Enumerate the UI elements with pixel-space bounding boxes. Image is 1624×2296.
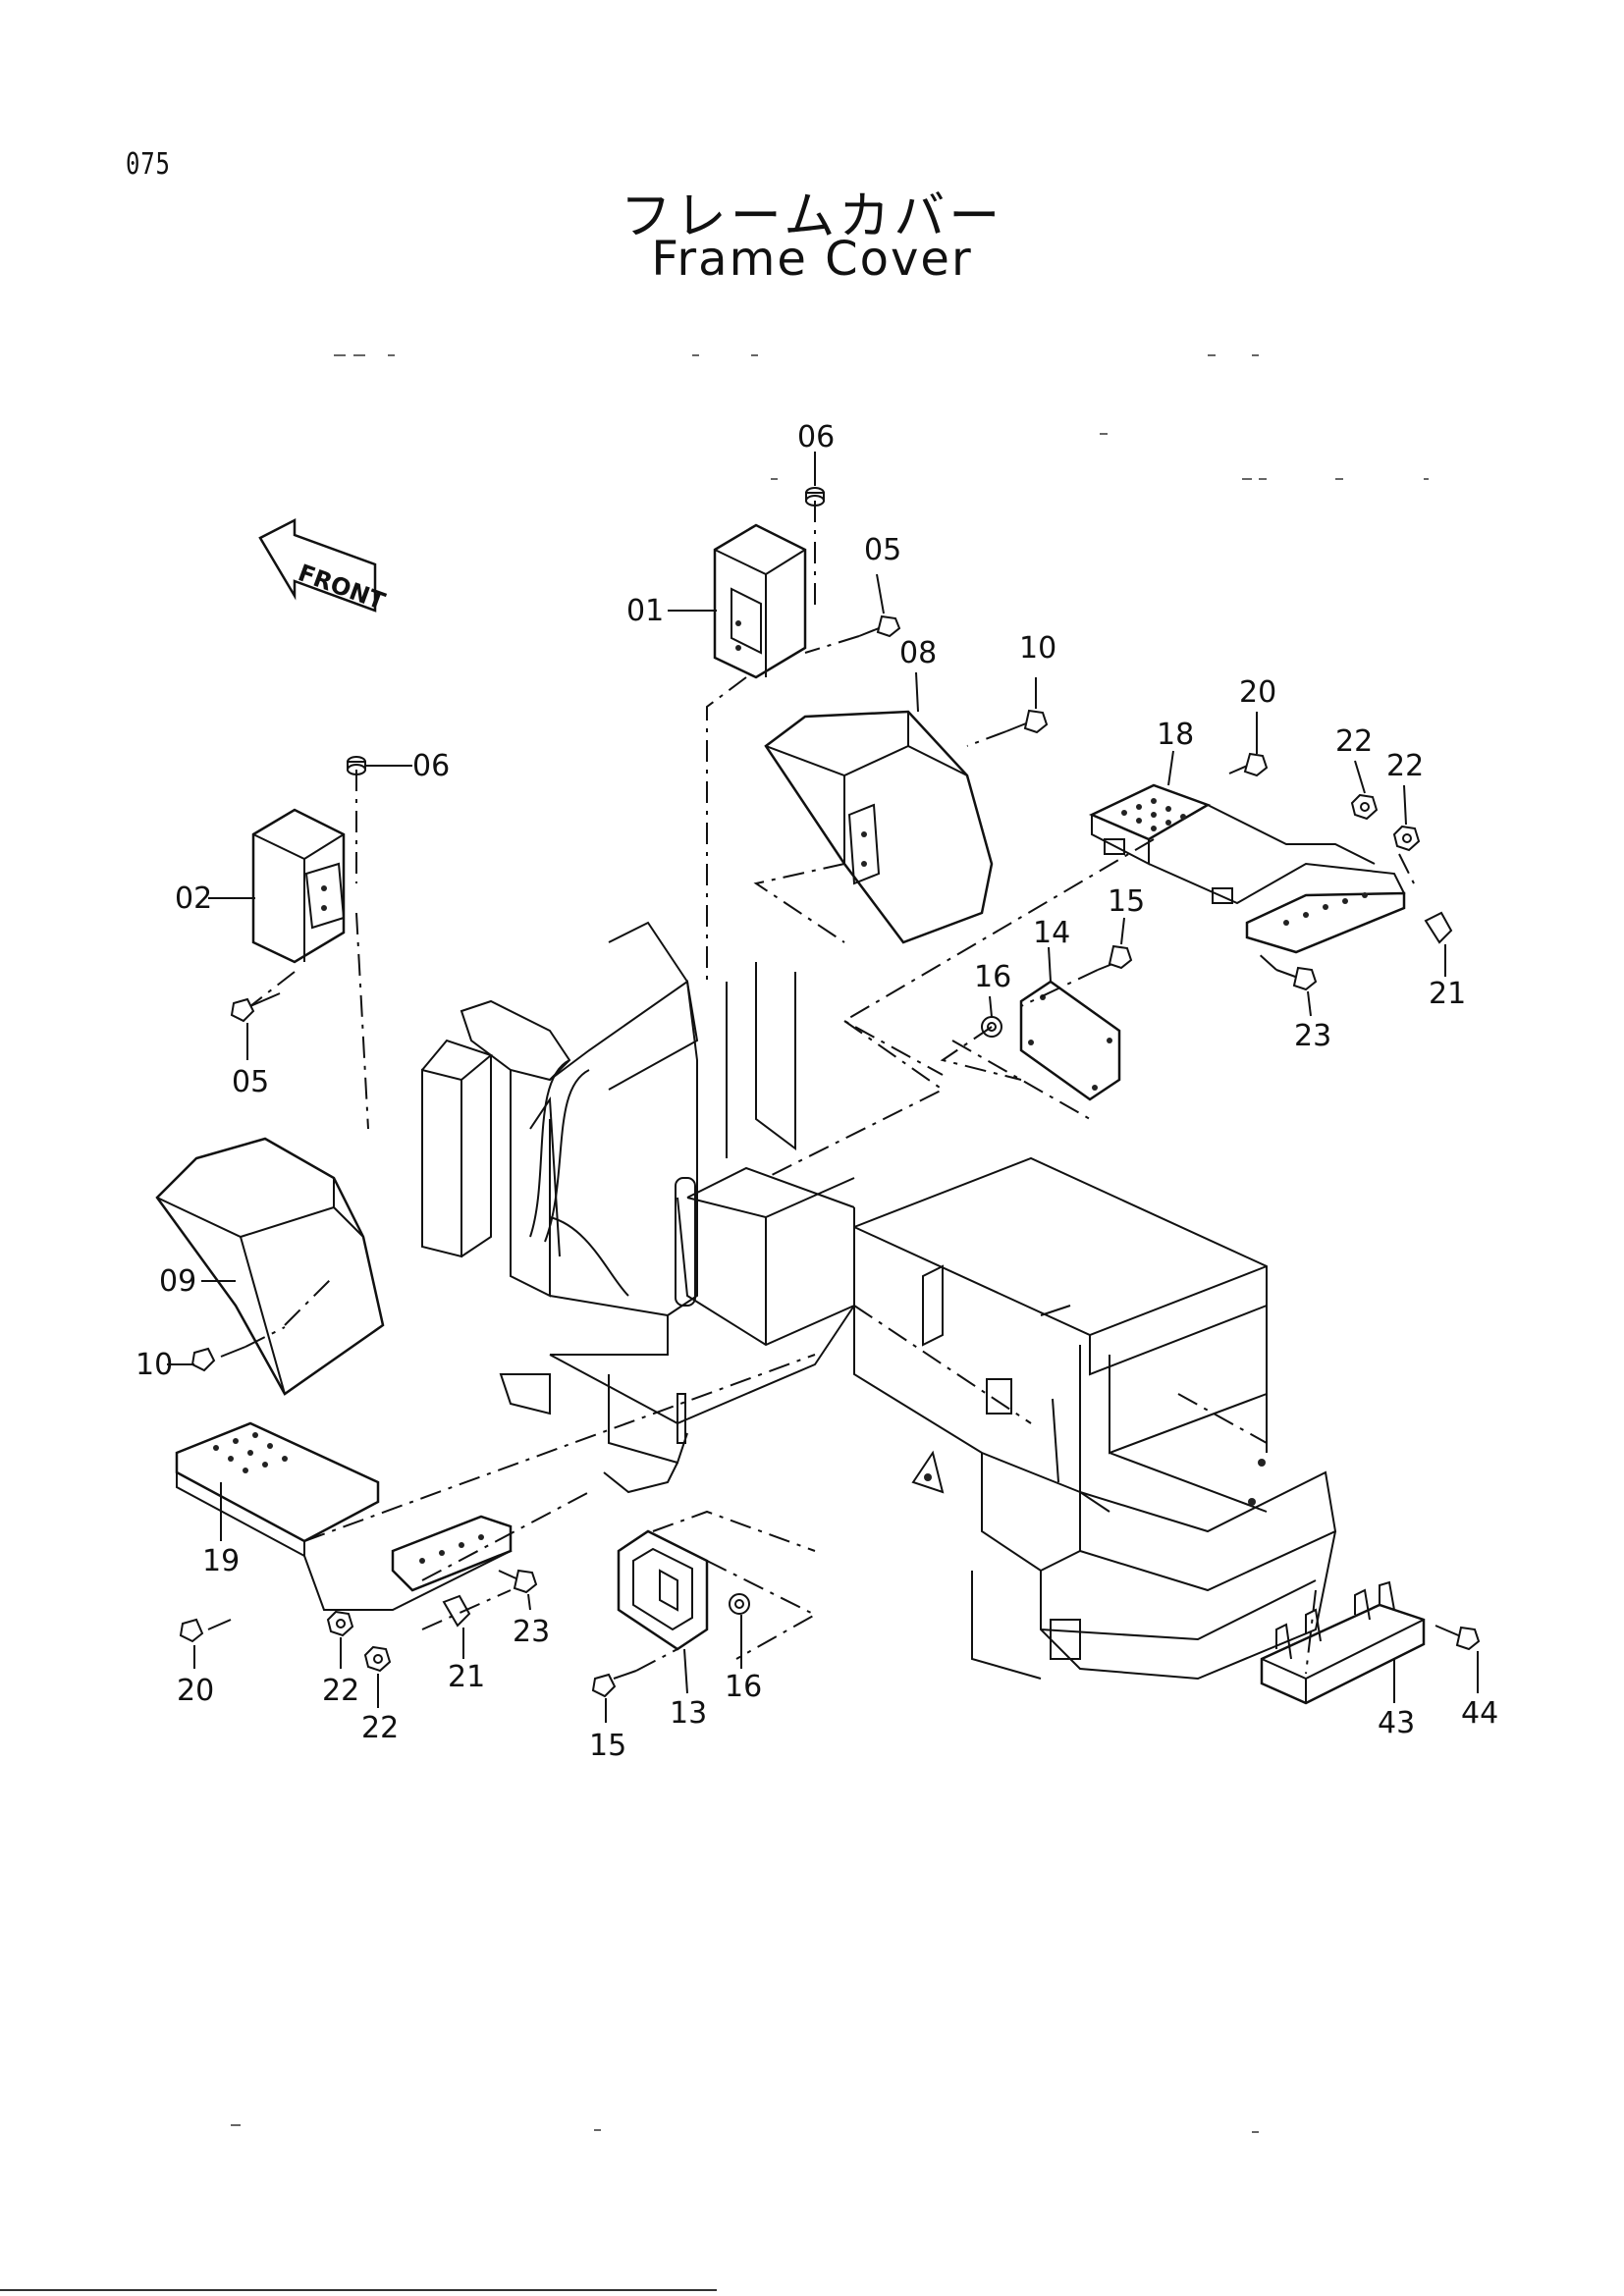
title-japanese: フレームカバー [620, 187, 1004, 246]
callout-22-a: 22 [1335, 724, 1373, 759]
bolt-23-lower [498, 1569, 538, 1594]
part-43-cover [1260, 1580, 1426, 1705]
knob-21-lower [442, 1594, 471, 1628]
bolt-10-upper [1005, 709, 1049, 734]
callout-05-left: 05 [232, 1065, 269, 1099]
callout-23-upper: 23 [1294, 1019, 1331, 1053]
callout-15-upper: 15 [1108, 884, 1145, 919]
callout-16-lower: 16 [725, 1670, 762, 1704]
callout-21-lower: 21 [448, 1660, 485, 1694]
callout-22-d: 22 [361, 1711, 399, 1745]
front-arrow: FRONT [258, 517, 389, 615]
knob-21-upper [1424, 911, 1453, 944]
callout-06-left: 06 [412, 749, 450, 783]
part-14-plate [1019, 980, 1121, 1101]
callout-14: 14 [1033, 916, 1070, 950]
bolt-05-upper [858, 614, 901, 638]
assembly-lines [244, 501, 1415, 1675]
callout-02: 02 [175, 881, 212, 916]
callout-16-upper: 16 [974, 960, 1011, 994]
callout-13: 13 [670, 1696, 707, 1731]
part-01-bracket [713, 523, 807, 679]
callouts: 06 05 01 08 10 20 22 22 18 06 02 05 15 1… [135, 420, 1498, 1763]
part-09-fender [155, 1137, 385, 1396]
bottom-rule [0, 2289, 717, 2291]
callout-22-b: 22 [1386, 749, 1424, 783]
bolt-44 [1435, 1625, 1481, 1651]
callout-10-upper: 10 [1019, 631, 1056, 666]
scan-specks [231, 354, 1429, 2133]
callout-10-left: 10 [135, 1348, 173, 1382]
part-18-step [1088, 783, 1406, 954]
callout-43: 43 [1378, 1706, 1415, 1740]
leader-lines [167, 452, 1479, 1723]
nut-22-d [363, 1645, 392, 1673]
callout-20-upper: 20 [1239, 675, 1276, 710]
callout-05-upper: 05 [864, 533, 901, 567]
callout-01: 01 [626, 594, 664, 628]
callout-44: 44 [1461, 1696, 1498, 1731]
frame-body [421, 921, 1337, 1681]
part-19-step [175, 1421, 513, 1611]
callout-18: 18 [1157, 718, 1194, 752]
fasteners [179, 487, 1481, 1698]
callout-22-c: 22 [322, 1674, 359, 1708]
callout-23-lower: 23 [513, 1615, 550, 1649]
callout-15-lower: 15 [589, 1729, 626, 1763]
callout-09: 09 [159, 1264, 196, 1299]
bolt-15-lower [591, 1670, 637, 1698]
bolt-10-left [190, 1346, 246, 1372]
callout-19: 19 [202, 1544, 240, 1578]
part-08-fender [764, 710, 994, 944]
grommet-16-lower [729, 1593, 750, 1615]
callout-08: 08 [899, 636, 937, 670]
bolt-20-lower [179, 1618, 232, 1643]
callout-20-lower: 20 [177, 1674, 214, 1708]
part-13-plate [617, 1529, 709, 1651]
nut-22-b [1392, 825, 1421, 852]
bolt-23-upper [1275, 966, 1318, 991]
bolt-20-upper [1228, 752, 1269, 777]
page-number: 075 [126, 147, 171, 182]
nut-22-a [1350, 793, 1379, 821]
nut-22-c [326, 1610, 354, 1637]
callout-21-upper: 21 [1429, 977, 1466, 1011]
bolt-15-upper [1097, 944, 1133, 971]
bolt-05-left [230, 992, 281, 1023]
callout-06-upper: 06 [797, 420, 835, 454]
title-english: Frame Cover [651, 232, 973, 287]
part-02-bracket [251, 808, 346, 964]
